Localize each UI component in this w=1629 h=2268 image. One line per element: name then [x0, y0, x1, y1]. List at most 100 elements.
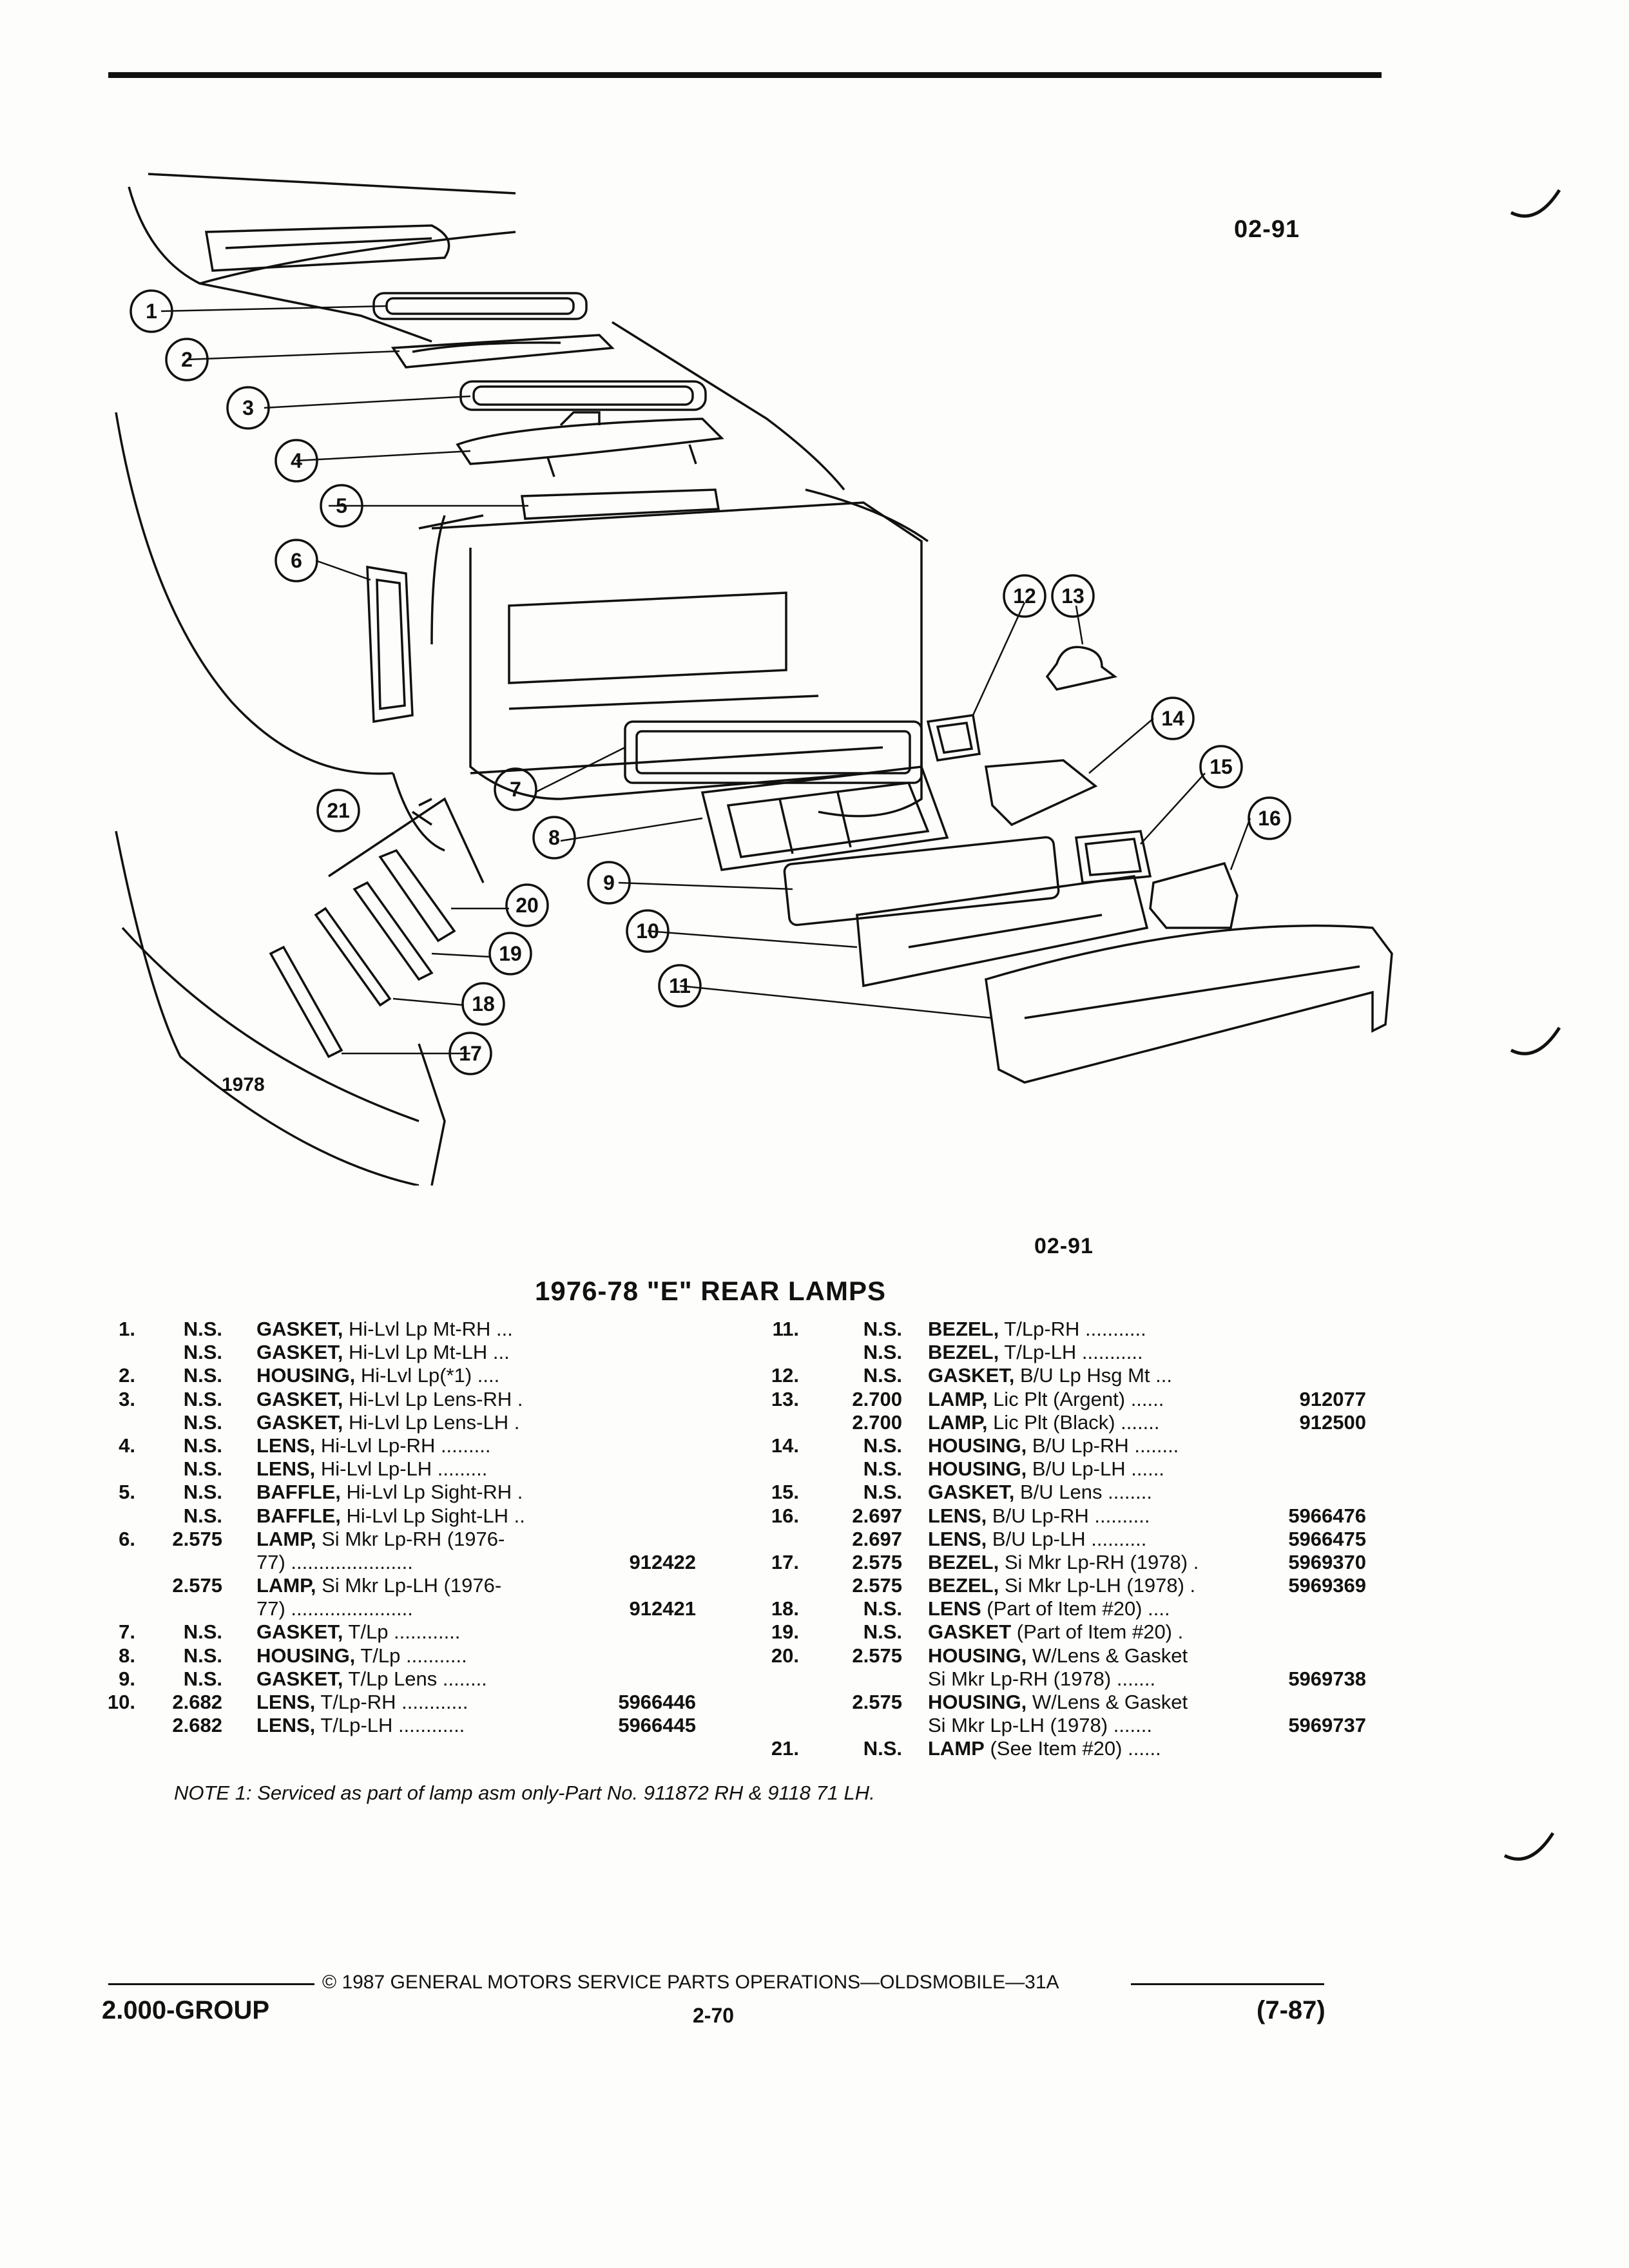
- part-spec: Hi-Lvl Lp Lens-RH .: [343, 1387, 523, 1410]
- parts-row: 14.N.S.HOUSING, B/U Lp-RH ........: [741, 1434, 1424, 1457]
- group-number: N.S.: [863, 1457, 902, 1481]
- parts-row: 21.N.S.LAMP (See Item #20) ......: [741, 1737, 1424, 1760]
- callout-11-label: 11: [669, 974, 691, 997]
- part-spec: Si Mkr Lp-LH (1976-: [316, 1574, 502, 1597]
- part-14-backup-housing-shape: [984, 759, 1098, 827]
- page-edge-mark-middle: [1510, 1026, 1561, 1055]
- parts-list-left-column: 1.N.S.GASKET, Hi-Lvl Lp Mt-RH ...N.S.GAS…: [97, 1318, 741, 1737]
- leader-lines: [160, 305, 1251, 1055]
- group-number: 2.575: [172, 1574, 222, 1597]
- callout-18-label: 18: [472, 992, 495, 1015]
- part-description: HOUSING, B/U Lp-RH ........: [928, 1434, 1263, 1457]
- parts-row: N.S.LENS, Hi-Lvl Lp-LH .........: [97, 1457, 741, 1481]
- footer-revision-date: (7-87): [1257, 1996, 1325, 2024]
- top-rule: [108, 72, 1382, 78]
- part-20-housing-shape: [378, 849, 456, 943]
- item-number: 1.: [119, 1318, 135, 1340]
- footer-page-number: 2-70: [693, 2004, 735, 2027]
- group-number: 2.575: [852, 1644, 902, 1667]
- part-name: LENS,: [256, 1457, 316, 1481]
- part-name: LAMP,: [928, 1410, 988, 1434]
- part-spec: Hi-Lvl Lp(*1) ....: [355, 1364, 500, 1387]
- callout-20-circle: [505, 883, 549, 927]
- parts-row: Si Mkr Lp-LH (1978) .......5969737: [741, 1714, 1424, 1737]
- item-number: 4.: [119, 1434, 135, 1457]
- part-spec: Si Mkr Lp-LH (1978) .......: [928, 1714, 1152, 1737]
- part-spec: Hi-Lvl Lp Lens-LH .: [343, 1410, 520, 1434]
- parts-row: 15.N.S.GASKET, B/U Lens ........: [741, 1481, 1424, 1504]
- part-spec: 77) ......................: [256, 1597, 413, 1620]
- parts-row: 77) ...................... 912421: [97, 1597, 741, 1620]
- callout-19-circle: [488, 932, 532, 975]
- part-number: 5966476: [1288, 1504, 1366, 1527]
- part-name: HOUSING,: [256, 1644, 356, 1667]
- part-name: GASKET,: [928, 1364, 1015, 1387]
- item-number: 9.: [119, 1667, 135, 1690]
- group-number: 2.697: [852, 1527, 902, 1550]
- item-number: 13.: [771, 1387, 799, 1410]
- part-description: HOUSING, W/Lens & Gasket: [928, 1644, 1263, 1667]
- group-number: 2.575: [852, 1550, 902, 1573]
- part-description: LAMP (See Item #20) ......: [928, 1737, 1263, 1760]
- callout-9-label: 9: [603, 871, 615, 894]
- callout-21-circle: [316, 789, 360, 832]
- callout-7-circle: [494, 767, 537, 811]
- group-number: 2.682: [172, 1714, 222, 1737]
- callout-6-circle: [275, 539, 318, 582]
- part-name: BEZEL,: [928, 1318, 999, 1340]
- part-9-gasket-shape: [783, 836, 1060, 927]
- part-spec: T/Lp-RH ............: [315, 1691, 468, 1713]
- part-name: LAMP: [928, 1737, 985, 1760]
- callout-16-label: 16: [1258, 807, 1281, 830]
- part-spec: 77) ......................: [256, 1550, 413, 1573]
- callout-15-circle: [1199, 745, 1243, 789]
- group-number: N.S.: [183, 1318, 222, 1340]
- part-spec: B/U Lens ........: [1014, 1481, 1152, 1504]
- group-number: N.S.: [863, 1597, 902, 1620]
- footer-group-label: 2.000-GROUP: [102, 1996, 270, 2024]
- callout-labels: 1 2 3 4 5 6 7 8 9 10 11 12 13 14 15 16 1…: [146, 300, 1281, 1065]
- part-number: 5969738: [1288, 1667, 1366, 1690]
- part-number: 912421: [629, 1597, 696, 1620]
- part-name: HOUSING,: [928, 1644, 1027, 1667]
- part-spec: Si Mkr Lp-RH (1978) .: [999, 1550, 1199, 1573]
- item-number: 11.: [772, 1318, 799, 1340]
- group-number: N.S.: [183, 1644, 222, 1667]
- parts-row: 8.N.S.HOUSING, T/Lp ...........: [97, 1644, 741, 1667]
- parts-row: 5.N.S.BAFFLE, Hi-Lvl Lp Sight-RH .: [97, 1481, 741, 1504]
- part-11-bezel-shape: [985, 924, 1393, 1084]
- callout-10-circle: [626, 909, 670, 953]
- part-number: 912500: [1299, 1410, 1366, 1434]
- parts-row: 1.N.S.GASKET, Hi-Lvl Lp Mt-RH ...: [97, 1318, 741, 1341]
- section-code-top: 02-91: [1234, 216, 1300, 243]
- part-number: 5969370: [1288, 1550, 1366, 1573]
- part-description: LAMP, Lic Plt (Argent) ......: [928, 1388, 1263, 1411]
- group-number: N.S.: [183, 1481, 222, 1504]
- part-spec: Hi-Lvl Lp-RH .........: [315, 1434, 491, 1457]
- part-name: LENS,: [256, 1691, 316, 1713]
- part-description: LAMP, Lic Plt (Black) .......: [928, 1411, 1263, 1434]
- item-number: 15.: [771, 1481, 799, 1504]
- item-number: 19.: [771, 1620, 799, 1644]
- part-spec: Hi-Lvl Lp Mt-RH ...: [343, 1318, 513, 1340]
- part-description: LAMP, Si Mkr Lp-RH (1976-: [256, 1528, 682, 1551]
- part-description: GASKET, T/Lp Lens ........: [256, 1667, 682, 1691]
- item-number: 3.: [119, 1387, 135, 1410]
- group-number: 2.682: [172, 1691, 222, 1713]
- part-name: HOUSING,: [928, 1434, 1027, 1457]
- group-number: N.S.: [183, 1667, 222, 1690]
- part-spec: Si Mkr Lp-RH (1976-: [316, 1527, 505, 1550]
- parts-row: N.S.HOUSING, B/U Lp-LH ......: [741, 1457, 1424, 1481]
- part-description: BEZEL, Si Mkr Lp-LH (1978) .: [928, 1574, 1263, 1597]
- item-number: 16.: [771, 1504, 799, 1527]
- part-number: 912077: [1299, 1387, 1366, 1410]
- part-description: GASKET (Part of Item #20) .: [928, 1620, 1263, 1644]
- part-description: 77) ......................: [256, 1597, 682, 1620]
- part-1-gasket-shape: [372, 292, 588, 320]
